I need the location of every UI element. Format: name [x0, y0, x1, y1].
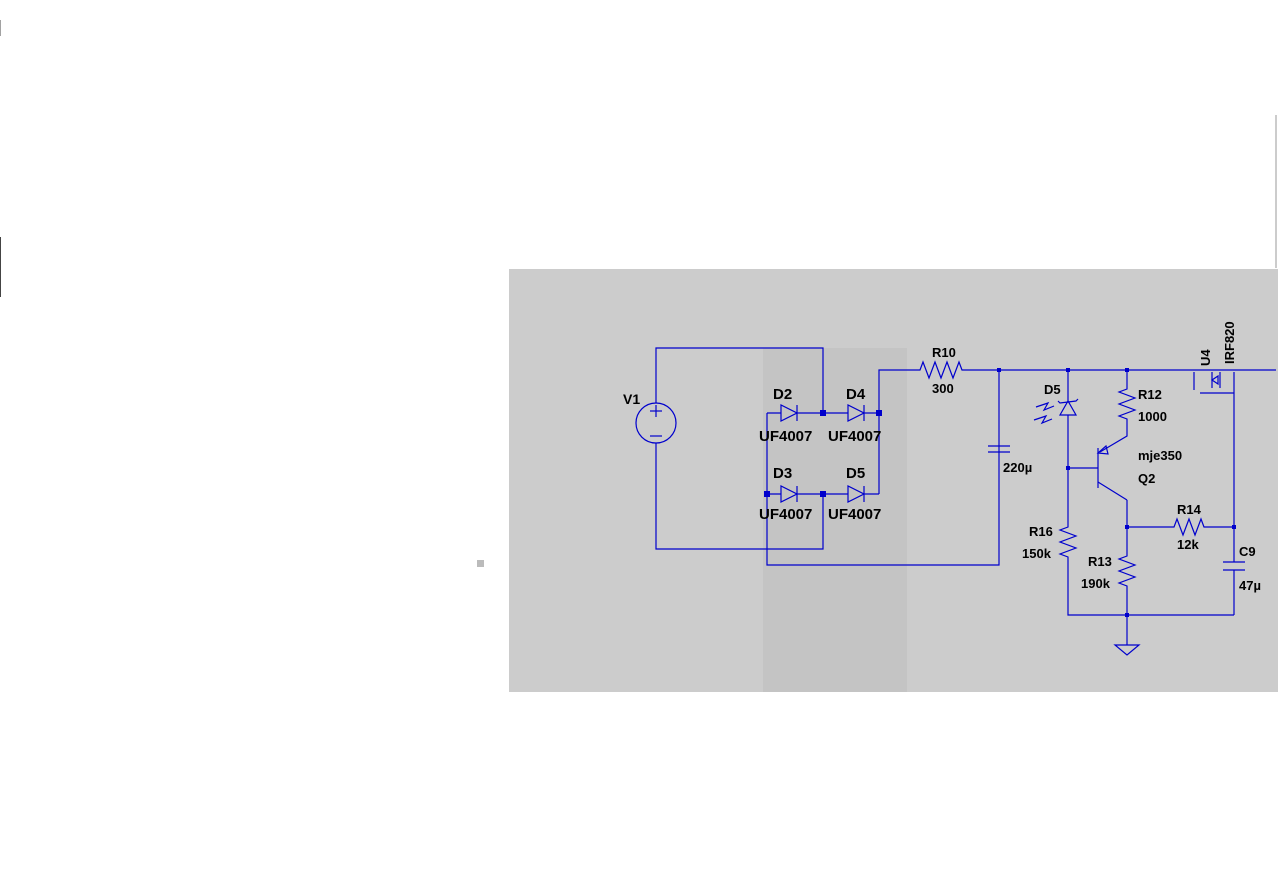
capacitor-icon[interactable]	[1223, 561, 1245, 571]
junction	[997, 368, 1001, 372]
resistor-icon[interactable]	[1117, 550, 1137, 592]
junction	[1125, 613, 1129, 617]
d4-value: UF4007	[828, 428, 881, 445]
r10-label: R10	[932, 345, 956, 360]
ground-icon	[1113, 644, 1141, 656]
junction	[820, 410, 826, 416]
junction	[1066, 368, 1070, 372]
d3-label: D3	[773, 465, 792, 482]
u4-value: IRF820	[1222, 321, 1237, 364]
r16-label: R16	[1029, 524, 1053, 539]
u4-label: U4	[1198, 349, 1213, 366]
resistor-icon[interactable]	[1117, 383, 1137, 425]
selection-shade	[763, 348, 907, 692]
mosfet-icon[interactable]	[1193, 372, 1235, 394]
capacitor-icon[interactable]	[988, 445, 1010, 453]
wire-r16-ground	[1067, 563, 1234, 616]
diode-icon[interactable]	[780, 485, 799, 503]
c9-value: 47µ	[1239, 578, 1261, 593]
c9-label: C9	[1239, 544, 1256, 559]
r16-value: 150k	[1022, 546, 1052, 561]
junction	[764, 491, 770, 497]
d2-value: UF4007	[759, 428, 812, 445]
d5-zener-label: D5	[1044, 382, 1061, 397]
zener-diode-icon[interactable]	[1033, 398, 1079, 425]
wire-v1-top	[655, 347, 824, 413]
diode-icon[interactable]	[847, 485, 866, 503]
d4-label: D4	[846, 386, 866, 403]
resistor-icon[interactable]	[1058, 521, 1078, 563]
wire-r12-emitter	[1099, 425, 1128, 453]
r12-value: 1000	[1138, 409, 1167, 424]
wire-bridge-neg	[766, 370, 1000, 566]
v1-label: V1	[623, 391, 640, 407]
r13-value: 190k	[1081, 576, 1111, 591]
d2-label: D2	[773, 386, 792, 403]
junction	[820, 491, 826, 497]
pnp-transistor-icon[interactable]	[1068, 444, 1128, 501]
diode-icon[interactable]	[847, 404, 866, 422]
q2-value: mje350	[1138, 448, 1182, 463]
r12-label: R12	[1138, 387, 1162, 402]
wire-bridge-pos	[878, 369, 914, 494]
junction	[876, 410, 882, 416]
resistor-icon[interactable]	[1168, 517, 1210, 537]
q2-label: Q2	[1138, 471, 1155, 486]
d5-bridge-value: UF4007	[828, 506, 881, 523]
junction	[1125, 368, 1129, 372]
d5-bridge-label: D5	[846, 465, 865, 482]
diode-icon[interactable]	[780, 404, 799, 422]
resistor-icon[interactable]	[914, 360, 968, 380]
r14-label: R14	[1177, 502, 1202, 517]
d3-value: UF4007	[759, 506, 812, 523]
r13-label: R13	[1088, 554, 1112, 569]
wire-v1-bottom	[655, 443, 824, 550]
r14-value: 12k	[1177, 537, 1199, 552]
stray-marker	[477, 560, 484, 567]
r10-value: 300	[932, 381, 954, 396]
c-bulk-value: 220µ	[1003, 460, 1032, 475]
